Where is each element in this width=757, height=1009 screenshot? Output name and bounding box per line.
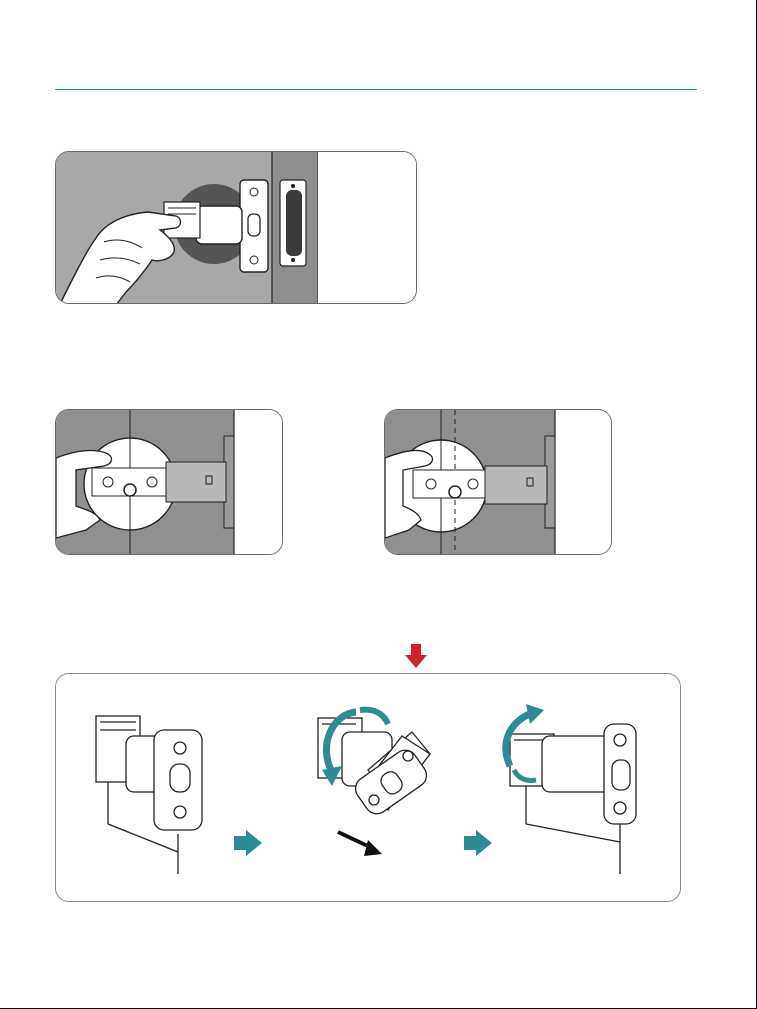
install-latch-illustration: [55, 151, 417, 304]
latch-offset-illustration: [384, 409, 612, 555]
arrow-down-icon: [405, 644, 427, 673]
latch-step-3: [510, 724, 636, 874]
arrow-right-icon: [234, 830, 262, 856]
pull-arrow-icon: [338, 832, 382, 856]
latch-step-1: [96, 716, 202, 874]
section-divider: [55, 89, 697, 90]
latch-centered-illustration: [55, 409, 283, 555]
arrow-right-icon: [464, 830, 492, 856]
latch-adjust-sequence-illustration: [55, 673, 681, 902]
